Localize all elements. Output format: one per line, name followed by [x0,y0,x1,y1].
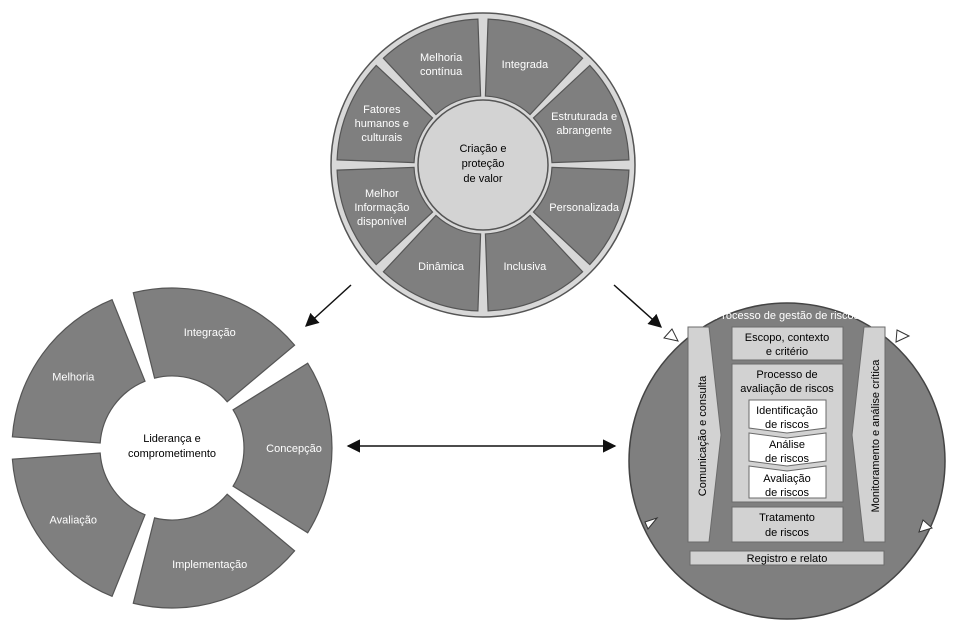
framework-label: Concepção [266,443,322,455]
scope-line-1: Escopo, contexto [745,332,829,344]
evaluation-line-2: de riscos [765,487,810,499]
communication-label: Comunicação e consulta [697,375,709,496]
framework-segment [11,298,146,444]
monitoring-bar [851,326,886,543]
principle-label: Melhoria [420,52,463,64]
communication-bar [687,326,722,543]
analysis-line-1: Análise [769,439,805,451]
principles-center-line-1: Criação e [459,143,506,155]
principle-segment [336,64,434,164]
framework-label: Integração [184,327,236,339]
principles-center-line-2: proteção [462,158,505,170]
treatment-box [731,506,844,543]
process-rim-marker-bottom-left [644,516,659,530]
analysis-step [748,432,827,467]
principle-label: Estruturada e [551,111,617,123]
framework-segment [232,362,333,534]
process-rim-marker-top-right [895,329,911,343]
process-wheel: Processo de gestão de riscos Comunicação… [628,302,946,620]
evaluation-step [748,465,827,499]
principle-label: Integrada [502,59,549,71]
scope-line-2: e critério [766,346,808,358]
framework-center-line-2: comprometimento [128,448,216,460]
principle-label: culturais [361,132,402,144]
framework-segment [11,452,146,598]
principle-segment [336,166,434,266]
framework-segment [132,287,296,403]
principle-label: Personalizada [549,202,620,214]
principles-center-line-3: de valor [463,173,502,185]
scope-box [731,326,844,361]
principle-label: contínua [420,66,463,78]
principle-segment [532,166,630,266]
principle-label: abrangente [556,125,612,137]
treatment-line-2: de riscos [765,527,810,539]
identification-step [748,399,827,434]
principle-segment [382,214,482,312]
principle-segment [532,64,630,164]
identification-line-1: Identificação [756,405,818,417]
principle-segment [484,214,584,312]
arrow-principles-to-framework [305,284,352,327]
treatment-line-1: Tratamento [759,512,815,524]
principle-label: Inclusiva [504,261,548,273]
arrow-principles-to-process [613,284,663,328]
principle-segment [484,18,584,116]
assessment-line-2: avaliação de riscos [740,383,834,395]
principles-center-circle [417,99,549,231]
evaluation-line-1: Avaliação [763,473,811,485]
principle-segment [382,18,482,116]
monitoring-label: Monitoramento e análise crítica [870,359,882,513]
analysis-line-2: de riscos [765,453,810,465]
identification-line-2: de riscos [765,419,810,431]
record-bar [689,550,885,566]
framework-center-line-1: Liderança e [143,433,201,445]
principle-label: Fatores [363,104,401,116]
process-rim-marker-top-left [663,328,679,342]
principle-label: disponível [357,216,407,228]
process-rim-marker-bottom-right [918,519,933,533]
record-label: Registro e relato [747,553,828,565]
principle-label: Dinâmica [418,261,465,273]
process-title: Processo de gestão de riscos [715,310,860,322]
framework-label: Implementação [172,559,247,571]
principle-label: Melhor [365,188,399,200]
framework-label: Melhoria [52,371,95,383]
assessment-line-1: Processo de [756,369,817,381]
principle-label: humanos e [355,118,409,130]
framework-segment [132,493,296,609]
framework-label: Avaliação [50,515,98,527]
principle-label: Informação [354,202,409,214]
